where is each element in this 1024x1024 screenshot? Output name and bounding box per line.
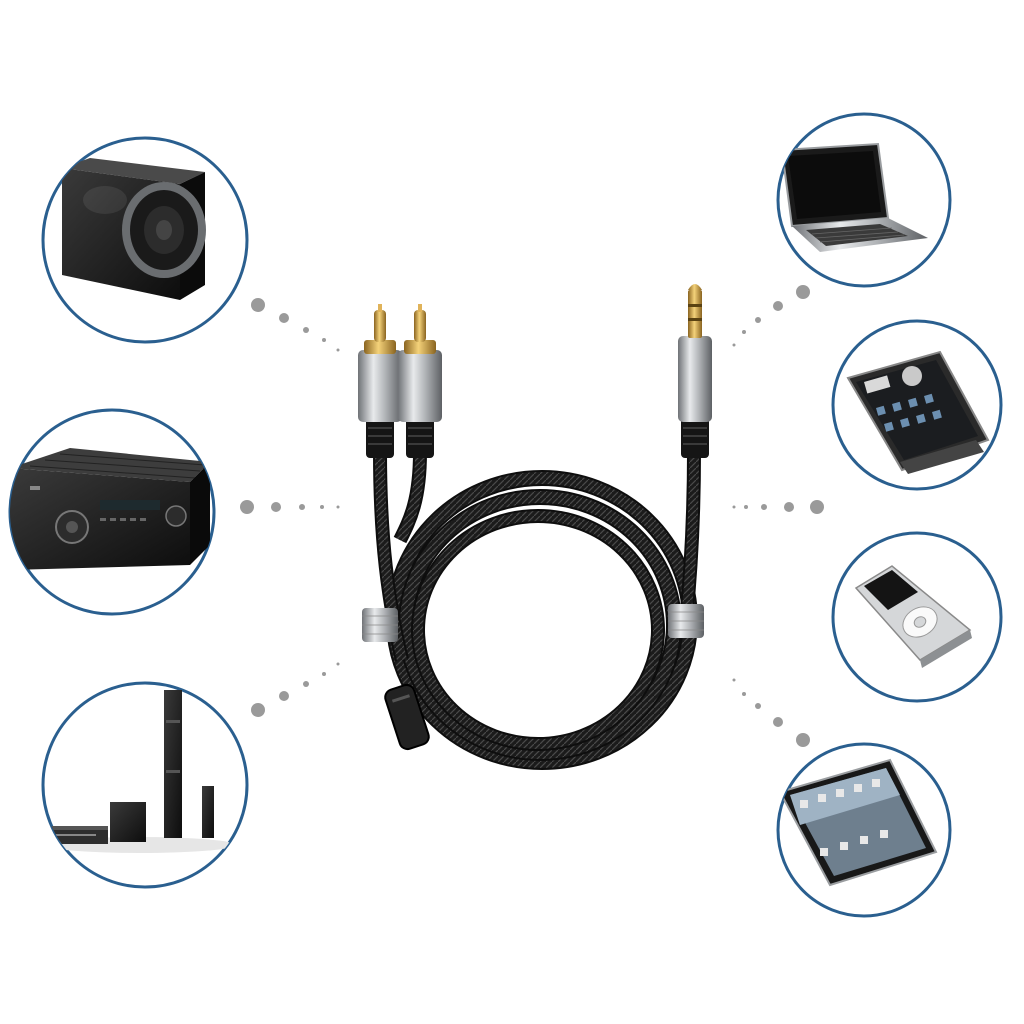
rca-plug-2 [398, 304, 442, 458]
subwoofer-badge [41, 136, 249, 344]
tablet-badge [776, 742, 952, 918]
aux-to-rca-cable [358, 284, 712, 770]
cable-coil [386, 470, 698, 770]
laptop-badge [776, 112, 952, 288]
subwoofer-icon [62, 158, 206, 300]
smartphone-icon [846, 350, 990, 474]
aux-plug-3.5mm [678, 284, 712, 458]
tablet-icon [778, 758, 938, 887]
laptop-icon [780, 142, 928, 252]
receiver-icon [10, 448, 210, 570]
home-theater-badge [41, 681, 249, 889]
speaker-set-icon [45, 690, 235, 853]
rca-plug-1 [358, 304, 402, 458]
av-receiver-badge [8, 408, 216, 616]
mp3-player-icon [854, 565, 972, 668]
connector-dots [240, 285, 824, 747]
mp3-player-badge [831, 531, 1003, 703]
smartphone-badge [831, 319, 1003, 491]
